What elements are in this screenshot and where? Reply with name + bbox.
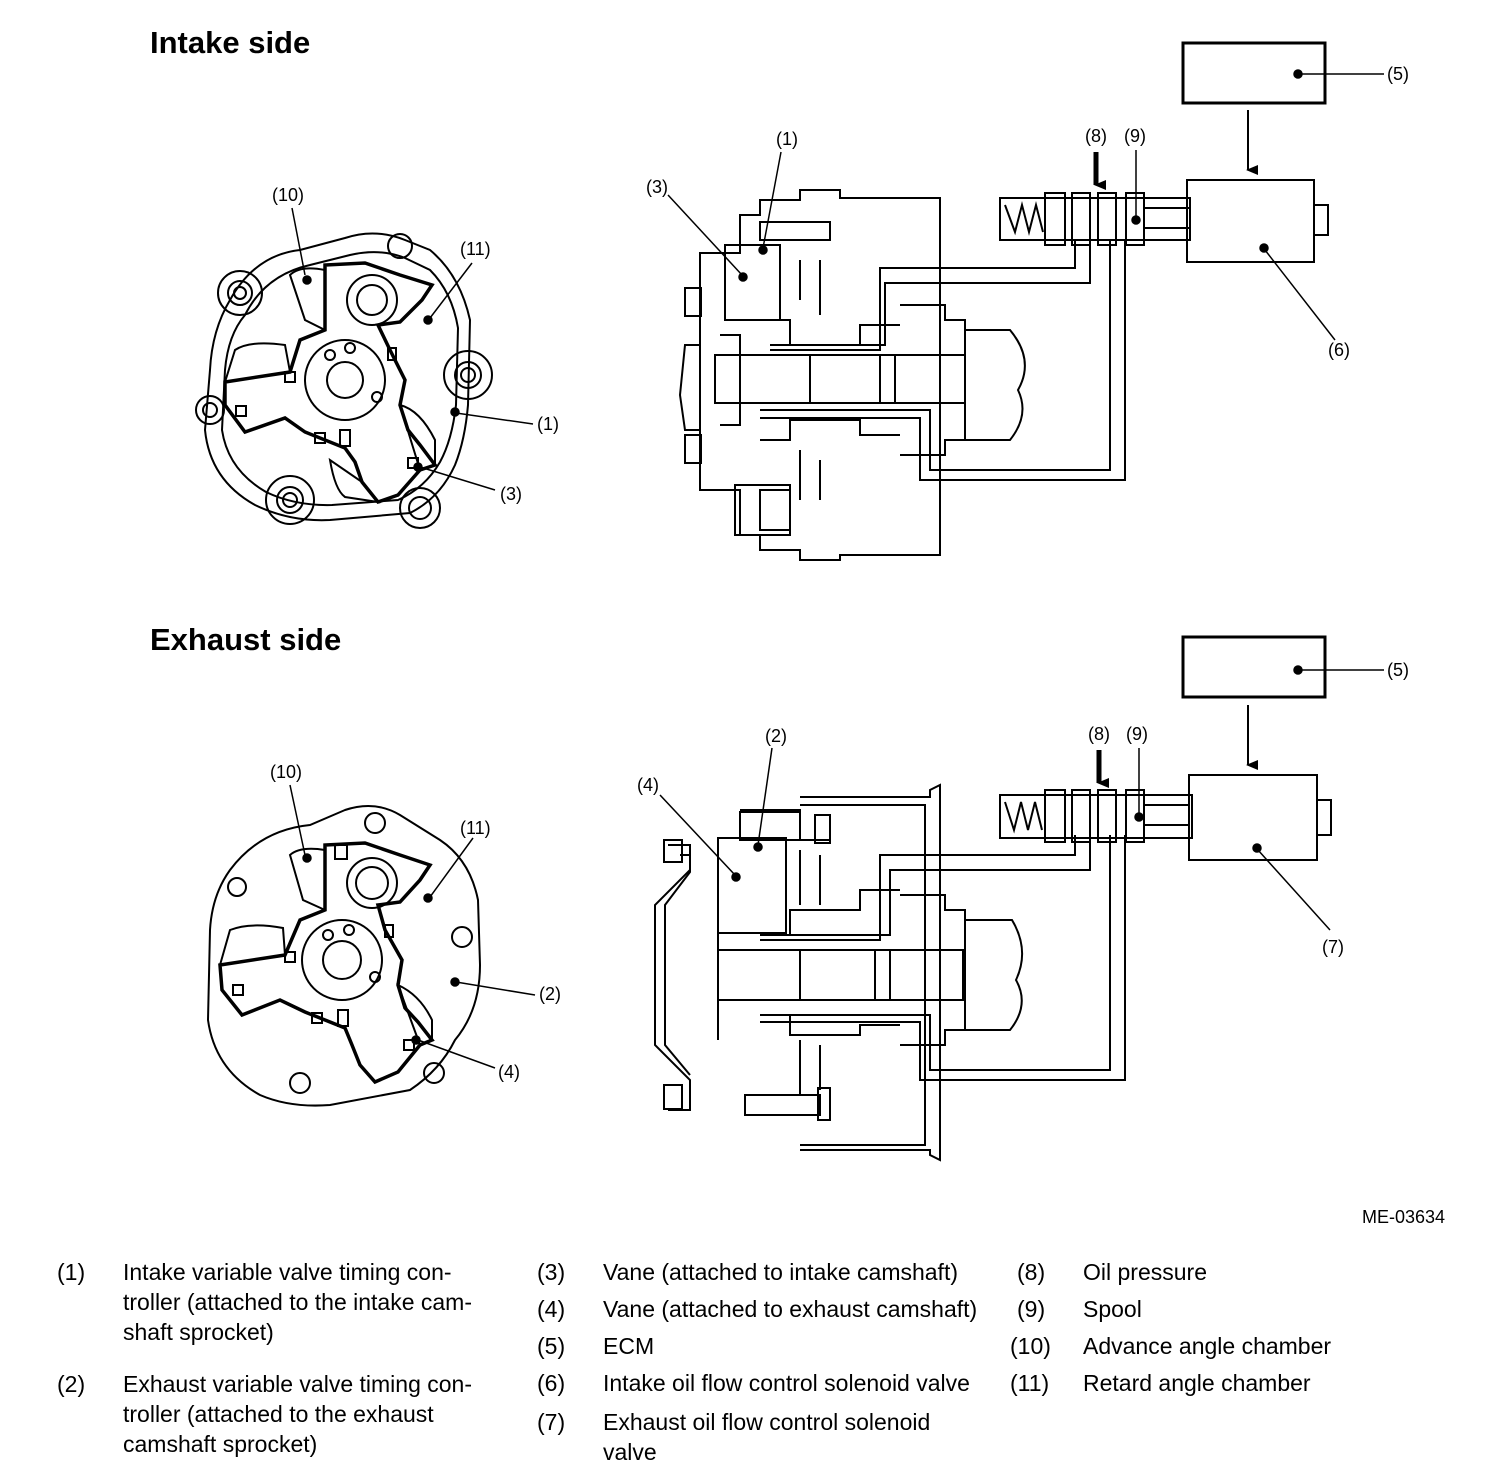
exhaust-front-view — [206, 805, 482, 1107]
callout-4-exhaust-front: (4) — [498, 1062, 520, 1082]
legend-num: (2) — [57, 1371, 86, 1397]
callout-8-intake: (8) — [1085, 126, 1107, 146]
callout-5-exhaust: (5) — [1387, 660, 1409, 680]
callout-11-exhaust: (11) — [460, 818, 491, 838]
callout-9-exhaust: (9) — [1126, 724, 1148, 744]
callout-7: (7) — [1322, 937, 1344, 957]
callout-10-intake: (10) — [272, 185, 304, 205]
callout-3-intake-front: (3) — [500, 484, 522, 504]
intake-side-title: Intake side — [150, 25, 311, 60]
callout-10-exhaust: (10) — [270, 762, 302, 782]
legend-num: (10) — [1010, 1333, 1051, 1359]
callout-4-exhaust-section: (4) — [637, 775, 659, 795]
callout-5-intake: (5) — [1387, 64, 1409, 84]
intake-front-view — [195, 232, 493, 529]
legend-num: (6) — [537, 1370, 566, 1396]
legend-text: Spool — [1083, 1296, 1142, 1322]
legend-text: Exhaust variable valve timing con-trolle… — [123, 1371, 472, 1457]
exhaust-bolt-holes — [227, 812, 473, 1094]
vvt-diagram: (10) (11) (1) (3) — [195, 41, 1409, 1162]
callout-6: (6) — [1328, 340, 1350, 360]
legend-text: Advance angle chamber — [1083, 1333, 1332, 1359]
callout-8-exhaust: (8) — [1088, 724, 1110, 744]
legend-num: (8) — [1017, 1259, 1046, 1285]
callout-1-intake-front: (1) — [537, 414, 559, 434]
callout-11-intake: (11) — [460, 239, 491, 259]
legend-text: Intake variable valve timing con-troller… — [123, 1259, 472, 1345]
legend-text: Vane (attached to exhaust camshaft) — [603, 1296, 978, 1322]
legend-num: (5) — [537, 1333, 566, 1359]
legend-num: (4) — [537, 1296, 566, 1322]
ecm-box-exhaust — [1181, 635, 1327, 699]
callout-2-exhaust-front: (2) — [539, 984, 561, 1004]
exhaust-section-leaders — [659, 665, 1384, 931]
intake-vane-rotor — [223, 261, 438, 505]
legend-text: Intake oil flow control solenoid valve — [603, 1370, 970, 1396]
intake-bolt-bosses — [195, 233, 493, 529]
legend: (1) Intake variable valve timing con-tro… — [0, 1252, 1504, 1482]
callout-2-exhaust-section: (2) — [765, 726, 787, 746]
exhaust-front-leaders — [289, 784, 536, 1069]
intake-cross-section — [678, 179, 1329, 561]
intake-front-leaders — [291, 207, 534, 491]
legend-text: Vane (attached to intake camshaft) — [603, 1259, 958, 1285]
legend-num: (3) — [537, 1259, 566, 1285]
legend-num: (7) — [537, 1409, 566, 1435]
exhaust-side-title: Exhaust side — [150, 622, 342, 657]
callout-3-intake-section: (3) — [646, 177, 668, 197]
legend-text: Oil pressure — [1083, 1259, 1207, 1285]
callout-1-intake-section: (1) — [776, 129, 798, 149]
legend-text: Retard angle chamber — [1083, 1370, 1311, 1396]
figure-id: ME-03634 — [1362, 1207, 1446, 1227]
intake-section-leaders — [667, 69, 1384, 341]
callout-9-intake: (9) — [1124, 126, 1146, 146]
exhaust-cross-section — [654, 774, 1332, 1162]
legend-num: (9) — [1017, 1296, 1046, 1322]
exhaust-vane-rotor — [218, 841, 435, 1085]
legend-num: (1) — [57, 1259, 86, 1285]
legend-text: ECM — [603, 1333, 655, 1359]
ecm-box-intake — [1181, 41, 1327, 105]
legend-num: (11) — [1010, 1370, 1050, 1396]
